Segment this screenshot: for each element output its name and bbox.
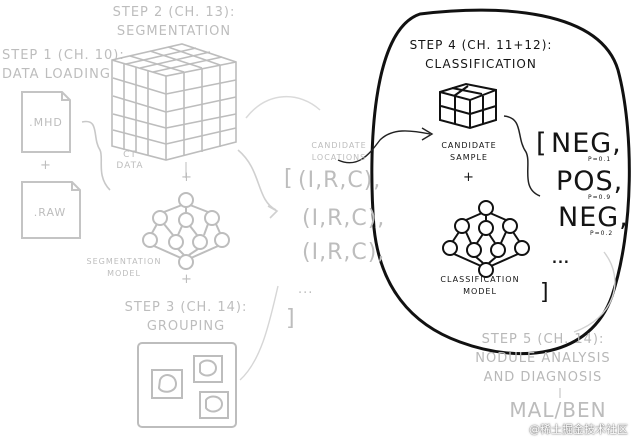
results-ellipsis: ... (552, 252, 570, 267)
step4-title-line1: STEP 4 (CH. 11+12): (409, 38, 553, 52)
candidate-tuple-3: (I,R,C), (302, 240, 386, 265)
diagnosis-result: MAL/BEN (509, 398, 607, 422)
step4-title-line2: CLASSIFICATION (425, 57, 537, 71)
candidate-sample-line1: CANDIDATE (441, 141, 497, 150)
classification-highlight-circle (370, 8, 631, 356)
candidates-close-bracket: ] (286, 306, 296, 331)
step2-title-line2: SEGMENTATION (116, 24, 232, 39)
step1-plus: + (40, 158, 52, 173)
top-curve-arrow (245, 96, 321, 119)
classification-model-line1: CLASSIFICATION (440, 275, 520, 284)
result-3-prob: P=0.2 (590, 230, 614, 237)
step1-title-line2: DATA LOADING (2, 67, 111, 82)
step2-plus: + (181, 170, 193, 185)
step4-plus: + (463, 170, 475, 185)
result-1-label: NEG, (551, 128, 622, 159)
step5-title-line1: STEP 5 (CH. 14): (481, 332, 605, 347)
step5-title-line3: AND DIAGNOSIS (483, 370, 603, 385)
segmentation-model-icon (142, 192, 230, 270)
classification-to-results-curve (503, 115, 541, 197)
candidate-locations-line1: CANDIDATE (311, 141, 367, 150)
step2-title: STEP 2 (CH. 13): SEGMENTATION (108, 3, 240, 41)
classification-model-icon (442, 200, 530, 278)
step2-plus-2: + (181, 272, 193, 287)
segmentation-model-label: SEGMENTATION MODEL (84, 256, 164, 280)
segmentation-to-candidates-arrow (237, 149, 277, 211)
result-2-label: POS, (556, 166, 624, 197)
segmentation-model-line2: MODEL (107, 269, 141, 278)
mhd-file-label: .MHD (29, 116, 63, 129)
ct-data-line1: CT (123, 150, 137, 160)
ct-data-cube-icon (111, 43, 237, 161)
raw-file-label: .RAW (33, 206, 67, 219)
grouping-to-candidates-curve (239, 285, 279, 381)
classification-model-label: CLASSIFICATION MODEL (432, 274, 528, 298)
step2-title-line1: STEP 2 (CH. 13): (112, 5, 236, 20)
watermark: @稀土掘金技术社区 (529, 423, 628, 436)
candidates-ellipsis: ... (298, 282, 314, 297)
result-1-prob: P=0.1 (588, 156, 612, 163)
classification-model-line2: MODEL (463, 287, 497, 296)
segmentation-arrow-head (267, 205, 279, 219)
result-2-prob: P=0.9 (588, 194, 612, 201)
ct-data-label: CT DATA (112, 150, 148, 172)
result-3-label: NEG, (558, 202, 629, 233)
mhd-file-icon (21, 91, 71, 153)
candidate-sample-line2: SAMPLE (450, 153, 488, 162)
step5-title: STEP 5 (CH. 14): NODULE ANALYSIS AND DIA… (468, 330, 618, 387)
step4-title: STEP 4 (CH. 11+12): CLASSIFICATION (398, 36, 564, 74)
step3-title-line1: STEP 3 (CH. 14): (124, 300, 248, 315)
segmentation-model-line1: SEGMENTATION (86, 257, 162, 266)
candidate-sample-cube-icon (439, 82, 497, 130)
candidate-tuple-1: (I,R,C), (298, 168, 382, 193)
candidate-locations-line2: LOCATIONS (311, 153, 367, 162)
results-close-bracket: ] (540, 280, 550, 305)
candidates-open-bracket: [ (284, 166, 294, 191)
step3-title-line2: GROUPING (146, 319, 226, 334)
candidate-sample-label: CANDIDATE SAMPLE (434, 140, 504, 164)
results-to-diagnosis-curve (573, 251, 616, 333)
step1-title: STEP 1 (CH. 10): DATA LOADING (2, 46, 125, 84)
candidate-tuple-2: (I,R,C), (302, 206, 386, 231)
raw-file-icon (21, 181, 81, 239)
step5-title-line2: NODULE ANALYSIS (475, 351, 611, 366)
results-open-bracket: [ (536, 128, 548, 159)
grouping-image-icon (137, 342, 237, 428)
classification-arrow-head (421, 127, 434, 141)
ct-data-line2: DATA (116, 161, 144, 171)
step1-title-line1: STEP 1 (CH. 10): (2, 48, 125, 63)
candidates-to-classification-arrow (337, 130, 431, 164)
candidate-locations-label: CANDIDATE LOCATIONS (306, 140, 372, 164)
files-connector-curve (81, 120, 111, 191)
step3-title: STEP 3 (CH. 14): GROUPING (118, 298, 254, 336)
